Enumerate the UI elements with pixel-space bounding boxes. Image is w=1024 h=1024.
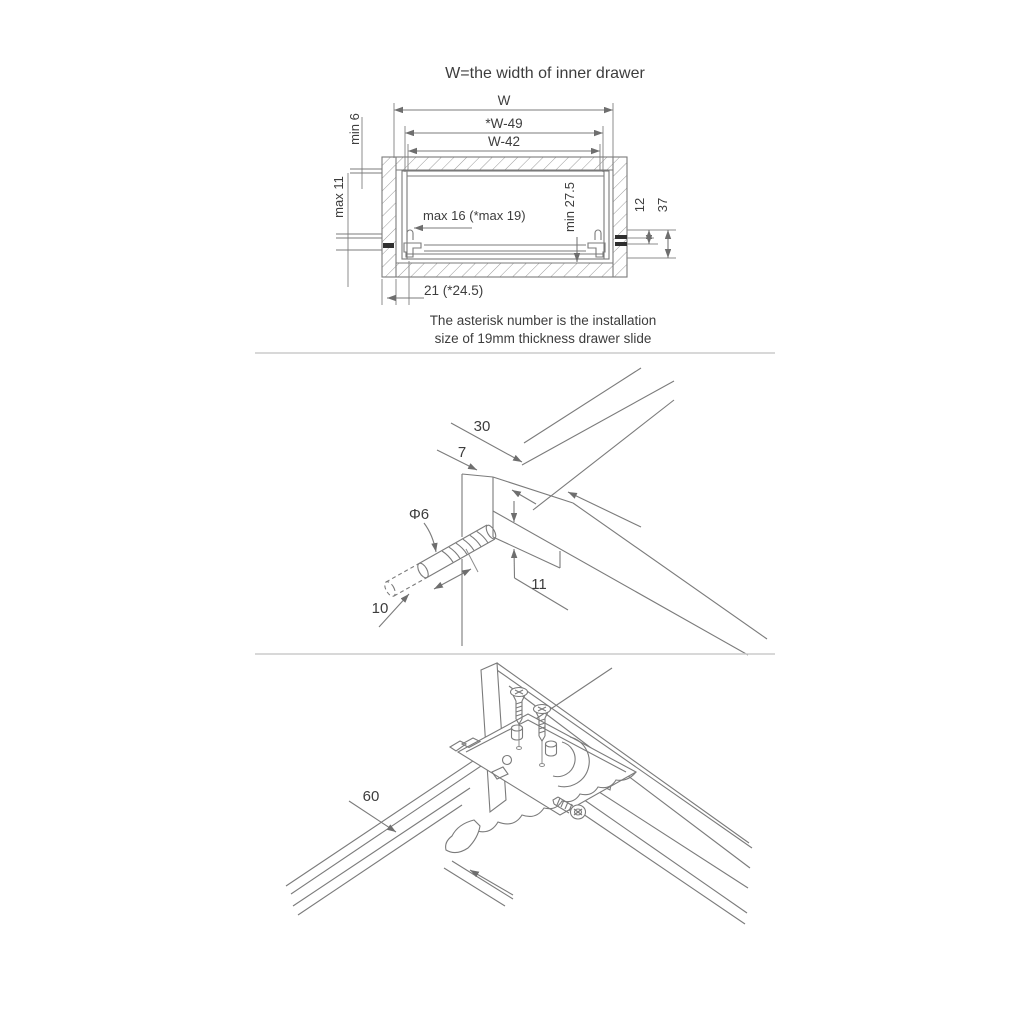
rail-mark-left: [383, 243, 394, 248]
corner-lock-mechanism: [445, 713, 638, 854]
dimension-60: 60: [348, 788, 397, 833]
slide-clip-right: [587, 229, 606, 258]
dim-label-min6: min 6: [347, 113, 362, 145]
dimension-11: 11: [510, 501, 569, 611]
dim-label-max16: max 16 (*max 19): [423, 208, 526, 223]
dim-label-12: 12: [632, 198, 647, 212]
dowel-pin: [384, 524, 497, 597]
rail-mark-right-1: [615, 235, 627, 239]
dim-label-dia6: Φ6: [409, 506, 429, 523]
dimension-30: 30: [450, 418, 523, 463]
dim-label-10: 10: [372, 600, 389, 617]
mounting-screw-side: [552, 796, 587, 820]
screw-boss-2: [544, 740, 558, 757]
note-line-2: size of 19mm thickness drawer slide: [435, 331, 652, 346]
dim-label-max11: max 11: [331, 176, 346, 218]
diagram-title: W=the width of inner drawer: [445, 65, 645, 82]
inner-drawer-box: [401, 170, 610, 260]
rail-pointer-arrow-bottom: [469, 869, 514, 896]
dimension-max16: max 16 (*max 19): [414, 208, 526, 232]
dimension-7: 7: [436, 444, 537, 505]
rail-mark-right-2: [615, 242, 627, 246]
left-rail: [285, 667, 613, 916]
dimension-min6: min 6: [347, 113, 363, 189]
slide-clip-left: [403, 229, 422, 258]
dim-label-w49: *W-49: [485, 116, 522, 131]
dimension-12: 12: [632, 198, 653, 244]
dim-label-w42: W-42: [488, 134, 520, 149]
dim-label-30: 30: [474, 418, 491, 435]
note-line-1: The asterisk number is the installation: [430, 313, 657, 328]
middle-panel-pin-detail: 30 7 Φ6 11 10: [372, 367, 768, 656]
bottom-panel-corner-mechanism: 60: [285, 662, 753, 925]
dimension-10: 10: [372, 548, 479, 628]
dim-label-37: 37: [655, 198, 670, 212]
dim-label-21: 21 (*24.5): [424, 283, 483, 298]
dimension-w49: *W-49: [404, 116, 604, 172]
dimension-37: 37: [655, 198, 672, 258]
dimension-w: W: [393, 93, 614, 158]
dim-label-11: 11: [531, 576, 547, 593]
lever-scalloped-edge: [451, 771, 637, 844]
lever-toe: [445, 819, 481, 854]
dim-label-60: 60: [363, 788, 380, 805]
screw-boss-1: [510, 724, 524, 741]
dimension-min275: min 27.5: [562, 182, 581, 262]
dim-label-min275: min 27.5: [562, 182, 577, 232]
rail-edges: [492, 367, 768, 656]
asterisk-note: The asterisk number is the installation …: [430, 313, 657, 346]
latch-tab: [460, 737, 482, 749]
top-panel-cross-section: W=the width of inner drawer W *W-49 W-42…: [331, 65, 676, 346]
dim-label-w: W: [498, 93, 511, 108]
mounting-screw-1: [509, 686, 529, 750]
pin-thread-spiral: [441, 530, 489, 563]
dimension-21: 21 (*24.5): [381, 261, 483, 305]
dimension-max11: max 11: [331, 173, 349, 287]
cabinet-section-drawing: [336, 156, 676, 278]
dim-label-7: 7: [458, 444, 466, 461]
dimension-dia6: Φ6: [409, 506, 438, 553]
rail-pointer-arrow: [567, 491, 642, 528]
